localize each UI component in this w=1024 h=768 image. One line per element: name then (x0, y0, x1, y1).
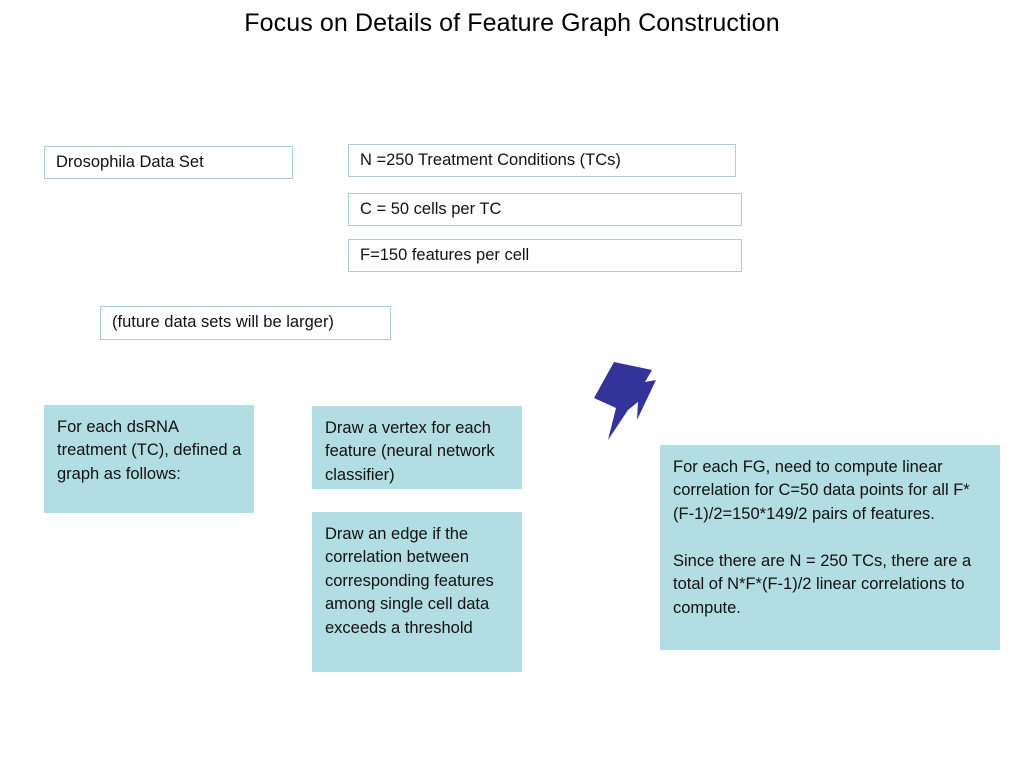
box-future-data-sets-label: (future data sets will be larger) (112, 313, 334, 332)
box-treatment-conditions: N =250 Treatment Conditions (TCs) (348, 144, 736, 177)
box-cells-per-tc: C = 50 cells per TC (348, 193, 742, 226)
box-drosophila-data-set-label: Drosophila Data Set (56, 152, 204, 171)
box-draw-vertex: Draw a vertex for each feature (neural n… (312, 406, 522, 489)
box-features-per-cell: F=150 features per cell (348, 239, 742, 272)
box-draw-edge: Draw an edge if the correlation between … (312, 512, 522, 672)
box-cells-per-tc-label: C = 50 cells per TC (360, 199, 502, 218)
page-title: Focus on Details of Feature Graph Constr… (244, 9, 780, 37)
box-dsrna-graph-definition: For each dsRNA treatment (TC), defined a… (44, 405, 254, 513)
box-treatment-conditions-label: N =250 Treatment Conditions (TCs) (360, 150, 621, 169)
box-features-per-cell-label: F=150 features per cell (360, 245, 530, 264)
box-compute-correlations: For each FG, need to compute linear corr… (660, 445, 1000, 650)
box-drosophila-data-set: Drosophila Data Set (44, 146, 293, 179)
lightning-arrow-icon (594, 362, 656, 440)
box-future-data-sets: (future data sets will be larger) (100, 306, 391, 340)
